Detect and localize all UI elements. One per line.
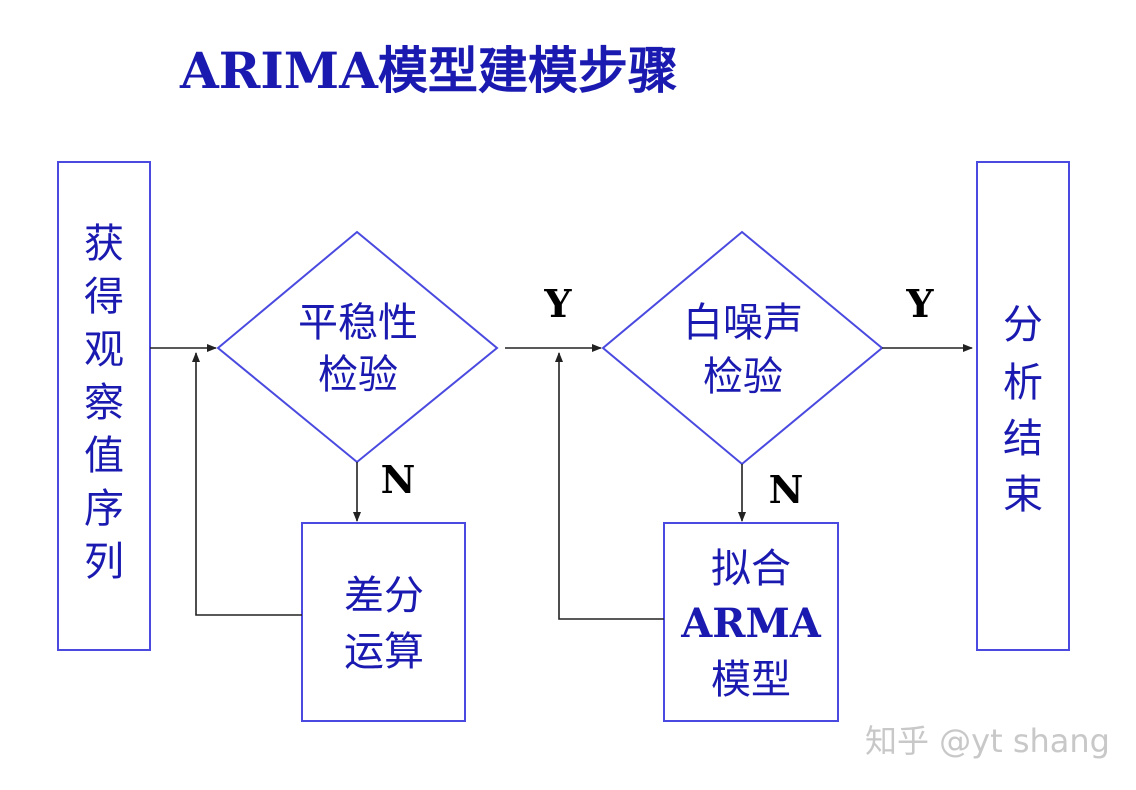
node-start-char: 列	[84, 539, 124, 585]
node-start-char: 观	[84, 327, 124, 373]
node-fit-box	[663, 522, 839, 722]
node-stationarity: 平稳性 检验	[216, 230, 499, 464]
node-difference: 差分 运算	[301, 522, 466, 722]
node-fit-line: 拟合	[711, 546, 791, 592]
node-start: 获 得 观 察 值 序 列	[57, 161, 151, 651]
node-stationarity-diamond	[216, 230, 499, 464]
node-fit: 拟合 ARMA 模型	[663, 522, 839, 722]
node-start-char: 察	[84, 380, 124, 426]
label-yes-whitenoise: Y	[905, 281, 934, 326]
node-difference-box	[301, 522, 466, 722]
node-end: 分 析 结 束	[976, 161, 1070, 651]
node-whitenoise: 白噪声 检验	[601, 230, 884, 466]
node-start-char: 获	[84, 221, 124, 267]
node-whitenoise-diamond	[601, 230, 884, 466]
node-end-char: 析	[1003, 360, 1043, 406]
node-whitenoise-line: 检验	[703, 354, 783, 400]
node-end-char: 束	[1003, 472, 1043, 518]
watermark: 知乎 @yt shang	[865, 722, 1110, 760]
label-no-stationary: N	[381, 457, 416, 502]
arrow-difference-feedback	[192, 352, 302, 616]
node-stationarity-line: 平稳性	[298, 300, 418, 346]
node-fit-line: 模型	[711, 657, 791, 703]
diagram-title: ARIMA模型建模步骤	[179, 41, 678, 100]
node-stationarity-line: 检验	[318, 352, 398, 398]
arrow-fit-feedback	[555, 352, 664, 620]
node-end-box	[976, 161, 1070, 651]
node-difference-line: 运算	[344, 629, 424, 675]
node-end-char: 结	[1003, 416, 1043, 462]
node-fit-line: ARMA	[680, 600, 822, 647]
node-start-box	[57, 161, 151, 651]
node-start-char: 得	[84, 274, 124, 320]
node-end-char: 分	[1003, 302, 1043, 348]
node-whitenoise-line: 白噪声	[683, 300, 803, 346]
node-start-char: 序	[84, 486, 124, 532]
node-start-char: 值	[84, 433, 124, 479]
label-no-whitenoise: N	[769, 467, 804, 512]
node-difference-line: 差分	[344, 573, 424, 619]
label-yes-stationary: Y	[543, 281, 572, 326]
